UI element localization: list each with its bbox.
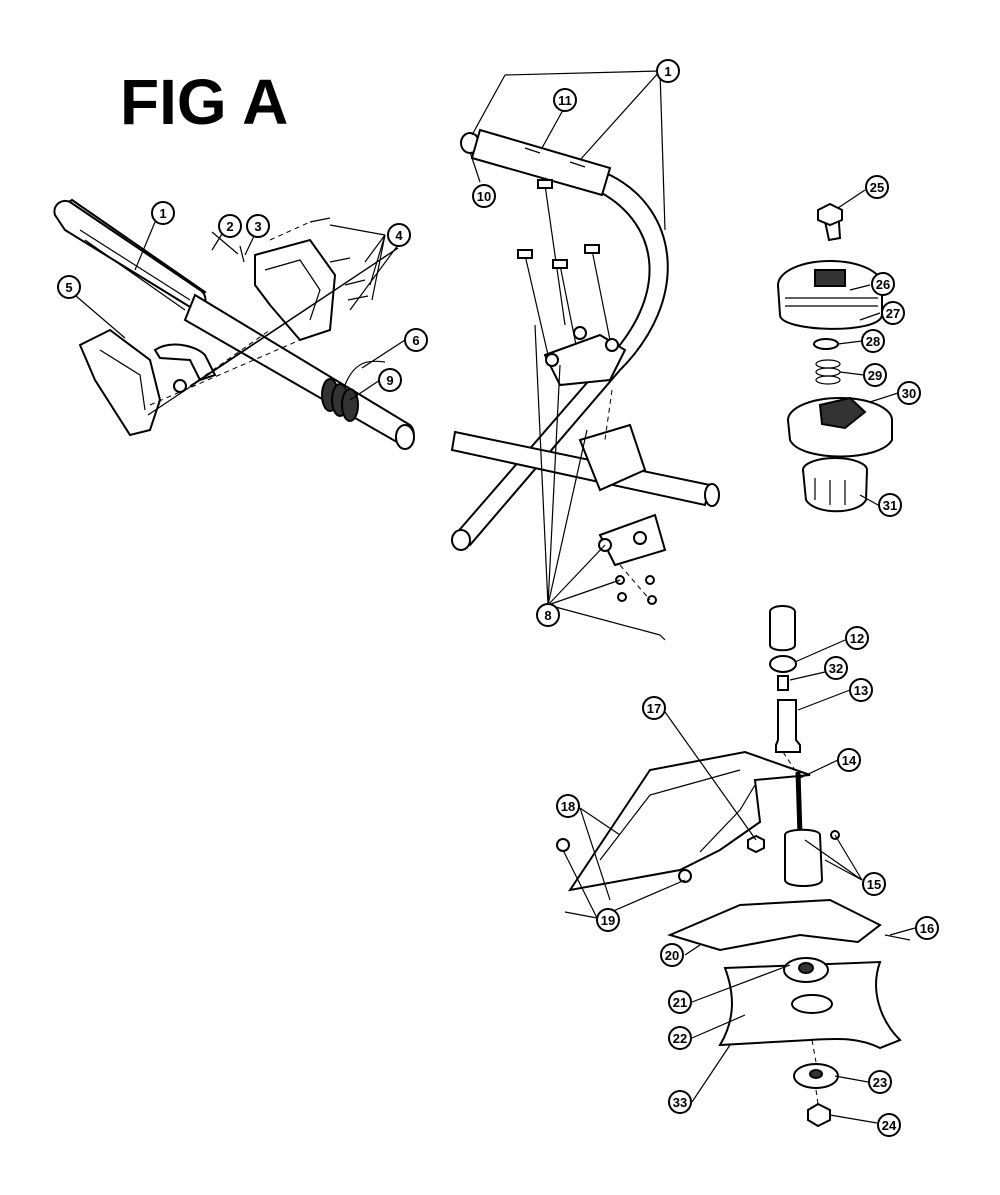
gearbox (784, 828, 824, 887)
callout-22: 22 (668, 1026, 692, 1050)
callout-31: 31 (878, 493, 902, 517)
spool-head-assembly (777, 202, 893, 513)
callouts: 1 2 3 4 5 6 9 1 11 10 8 25 26 27 28 29 3… (57, 59, 939, 1137)
figure-title: FIG A (120, 66, 288, 138)
clamp-lower (598, 513, 667, 567)
clamp-middle (578, 423, 647, 492)
callout-13: 13 (849, 678, 873, 702)
callout-24: 24 (877, 1113, 901, 1137)
spring-29 (815, 359, 841, 385)
leader-lines (75, 70, 916, 1124)
svg-text:4: 4 (395, 228, 403, 243)
tube-end (395, 424, 415, 450)
svg-text:6: 6 (412, 333, 419, 348)
handle-grip (470, 128, 612, 197)
callout-8: 8 (536, 603, 560, 627)
throttle-housing-lower (78, 328, 162, 437)
callout-30: 30 (897, 381, 921, 405)
svg-text:23: 23 (873, 1075, 887, 1090)
svg-text:2: 2 (226, 219, 233, 234)
pin-3 (239, 245, 245, 263)
svg-text:24: 24 (882, 1118, 897, 1133)
callout-32: 32 (824, 656, 848, 680)
callout-27: 27 (881, 301, 905, 325)
callout-16: 16 (915, 916, 939, 940)
svg-text:5: 5 (65, 280, 72, 295)
svg-text:1: 1 (159, 206, 166, 221)
nut-24 (807, 1102, 831, 1128)
svg-text:30: 30 (902, 386, 916, 401)
callout-18: 18 (556, 794, 580, 818)
svg-text:15: 15 (867, 877, 881, 892)
callout-1-handle: 1 (656, 59, 680, 83)
left-assembly (53, 198, 415, 450)
svg-text:18: 18 (561, 799, 575, 814)
clamp-upper (543, 333, 627, 387)
callout-15: 15 (862, 872, 886, 896)
svg-text:12: 12 (850, 631, 864, 646)
cap-12a (769, 605, 796, 652)
svg-text:9: 9 (386, 373, 393, 388)
callout-33: 33 (668, 1090, 692, 1114)
svg-text:10: 10 (477, 189, 491, 204)
pin-2 (211, 231, 239, 255)
svg-text:21: 21 (673, 995, 687, 1010)
svg-text:22: 22 (673, 1031, 687, 1046)
svg-text:3: 3 (254, 219, 261, 234)
callout-9: 9 (378, 368, 402, 392)
svg-text:19: 19 (601, 913, 615, 928)
throttle-trigger (153, 343, 217, 382)
svg-text:28: 28 (866, 334, 880, 349)
svg-text:25: 25 (870, 180, 884, 195)
callout-12: 12 (845, 626, 869, 650)
svg-text:11: 11 (558, 93, 572, 108)
svg-text:32: 32 (829, 661, 843, 676)
bushing-12 (769, 655, 797, 673)
callout-6: 6 (404, 328, 428, 352)
svg-text:33: 33 (673, 1095, 687, 1110)
long-bolts (517, 179, 611, 356)
svg-text:29: 29 (868, 368, 882, 383)
svg-text:13: 13 (854, 683, 868, 698)
callout-23: 23 (868, 1070, 892, 1094)
svg-text:16: 16 (920, 921, 934, 936)
callout-2: 2 (218, 214, 242, 238)
callout-29: 29 (863, 363, 887, 387)
callout-10: 10 (472, 184, 496, 208)
callout-28: 28 (861, 329, 885, 353)
svg-text:1: 1 (664, 64, 671, 79)
callout-21: 21 (668, 990, 692, 1014)
svg-text:27: 27 (886, 306, 900, 321)
callout-4: 4 (387, 223, 411, 247)
guard-18 (567, 750, 811, 892)
handle-assembly (450, 128, 720, 641)
callout-19: 19 (596, 908, 620, 932)
screws-4 (269, 217, 369, 301)
guard-plate-20 (667, 898, 882, 952)
callout-1-left: 1 (151, 201, 175, 225)
washer-28 (813, 338, 839, 350)
callout-17: 17 (642, 696, 666, 720)
throttle-housing-upper (254, 238, 337, 342)
callout-5: 5 (57, 275, 81, 299)
svg-text:17: 17 (647, 701, 661, 716)
callout-26: 26 (871, 272, 895, 296)
adapter-13 (775, 699, 801, 753)
nut (173, 379, 187, 393)
svg-text:31: 31 (883, 498, 897, 513)
svg-text:8: 8 (544, 608, 551, 623)
callout-25: 25 (865, 175, 889, 199)
callout-3: 3 (246, 214, 270, 238)
wire-coil (321, 360, 386, 422)
callout-11: 11 (553, 88, 577, 112)
callout-14: 14 (837, 748, 861, 772)
svg-text:20: 20 (665, 948, 679, 963)
callout-20: 20 (660, 943, 684, 967)
svg-text:14: 14 (842, 753, 857, 768)
svg-text:26: 26 (876, 277, 890, 292)
pin-32 (777, 675, 789, 691)
